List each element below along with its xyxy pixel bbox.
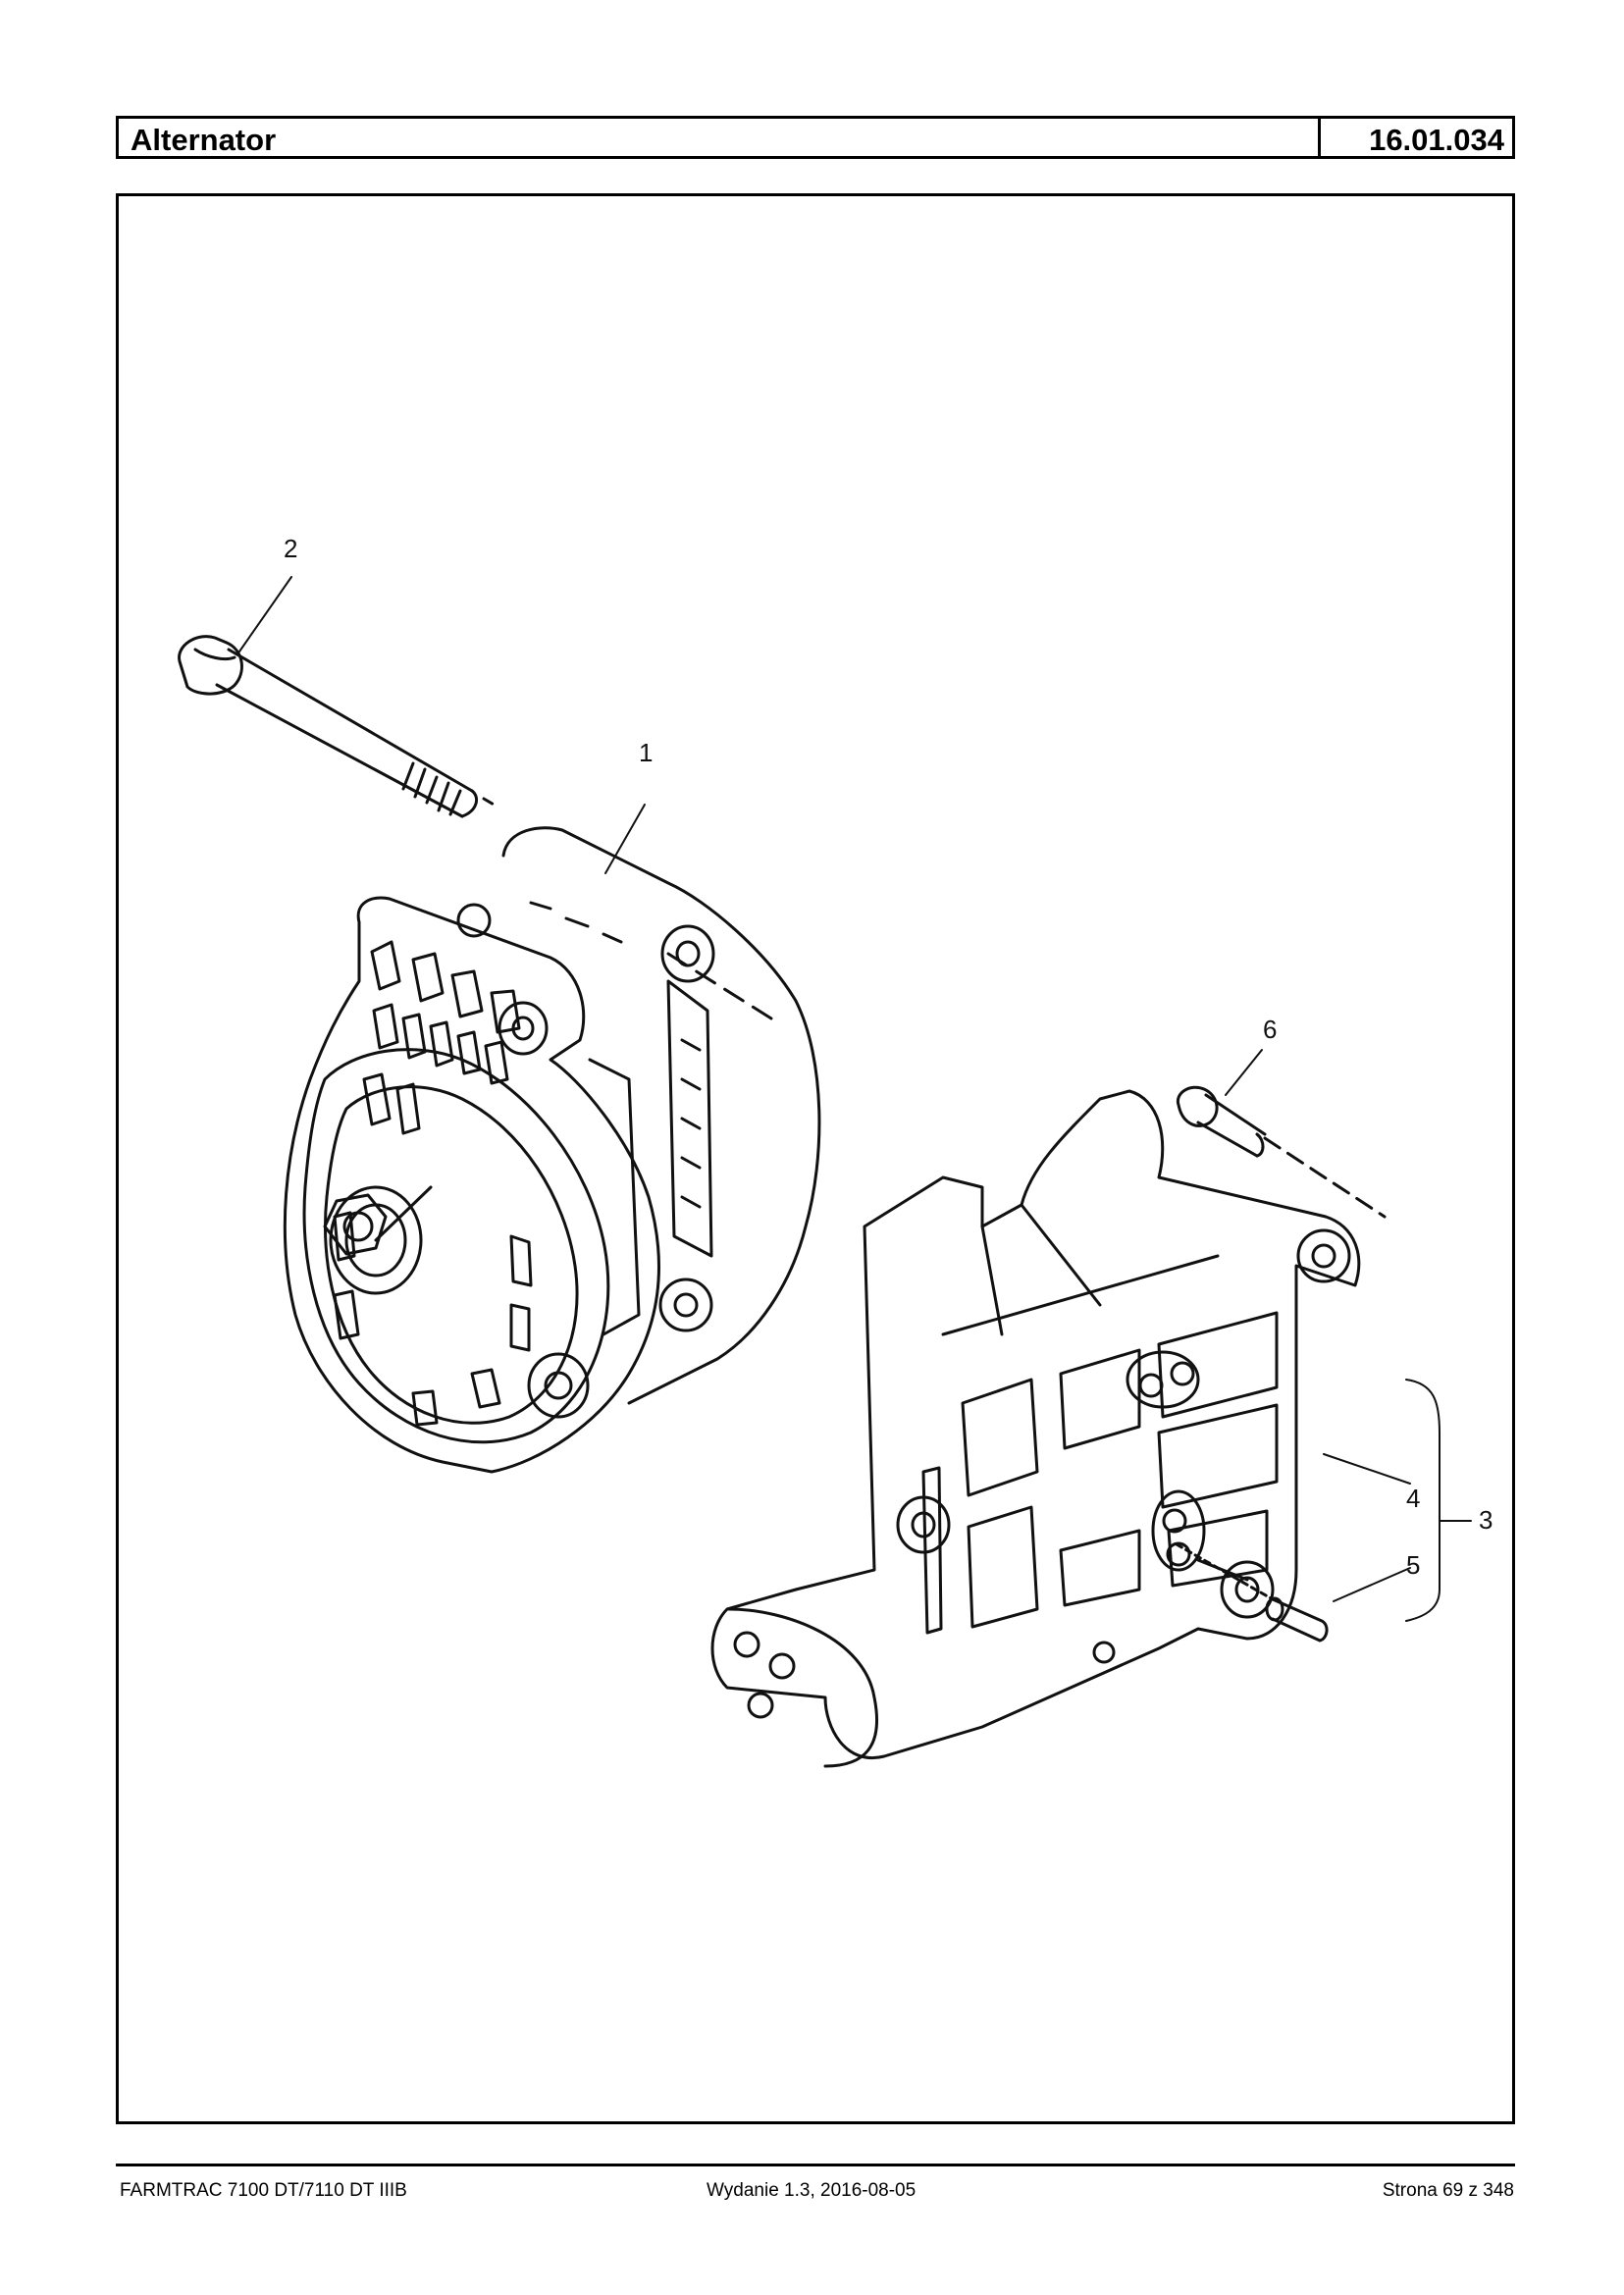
small-bolt-part — [1176, 1085, 1387, 1219]
page-title: Alternator — [131, 123, 277, 157]
footer-rule — [116, 2164, 1515, 2166]
callout-4: 4 — [1406, 1484, 1420, 1513]
bracket-part — [710, 1089, 1361, 1768]
footer-page-number: Strona 69 z 348 — [1382, 2180, 1514, 2201]
callout-5: 5 — [1406, 1550, 1420, 1580]
callout-2: 2 — [284, 534, 297, 563]
footer-edition: Wydanie 1.3, 2016-08-05 — [707, 2180, 917, 2201]
callout-1: 1 — [639, 738, 653, 767]
section-code-box: 16.01.034 — [1318, 119, 1512, 157]
callout-3: 3 — [1479, 1505, 1493, 1535]
long-bolt-part — [178, 635, 498, 818]
footer-model: FARMTRAC 7100 DT/7110 DT IIIB — [120, 2180, 407, 2201]
dowel-pin-part — [1175, 1542, 1329, 1643]
leader-lines — [238, 576, 1472, 1622]
alternator-part — [283, 826, 821, 1474]
section-code: 16.01.034 — [1369, 123, 1504, 157]
exploded-parts-diagram: 2 1 6 4 5 3 — [178, 534, 1493, 1768]
page-header: Alternator 16.01.034 — [116, 116, 1515, 159]
diagram-frame: 2 1 6 4 5 3 — [116, 193, 1515, 2124]
callout-6: 6 — [1263, 1015, 1277, 1044]
